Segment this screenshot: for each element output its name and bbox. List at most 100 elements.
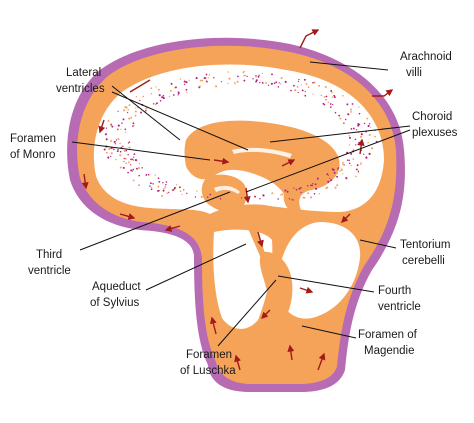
speckle-dot: [301, 89, 304, 92]
speckle-dot: [342, 163, 344, 166]
speckle-dot: [133, 153, 136, 156]
speckle-dot: [327, 180, 330, 183]
speckle-dot: [336, 175, 339, 178]
speckle-dot: [347, 113, 350, 116]
speckle-dot: [152, 103, 155, 105]
speckle-dot: [348, 144, 351, 146]
speckle-dot: [331, 96, 334, 98]
speckle-dot: [315, 187, 318, 190]
speckle-dot: [327, 101, 330, 104]
speckle-dot: [320, 94, 323, 97]
speckle-dot: [342, 94, 344, 97]
speckle-dot: [342, 173, 344, 175]
speckle-dot: [297, 187, 299, 189]
speckle-dot: [370, 126, 372, 128]
label-aqueduct-of-sylvius: Aqueduct of Sylvius: [90, 281, 144, 309]
speckle-dot: [335, 168, 338, 171]
speckle-dot: [175, 86, 177, 89]
speckle-dot: [128, 141, 131, 143]
speckle-dot: [195, 77, 198, 80]
speckle-dot: [117, 128, 120, 130]
label-foramen-of-monro: Foramen of Monro: [10, 133, 59, 161]
speckle-pattern: [103, 70, 378, 201]
speckle-dot: [331, 91, 333, 94]
speckle-dot: [107, 119, 110, 122]
speckle-dot: [117, 149, 119, 151]
speckle-dot: [123, 149, 126, 152]
speckle-dot: [352, 148, 355, 151]
speckle-dot: [234, 81, 236, 84]
speckle-dot: [220, 81, 223, 83]
speckle-dot: [252, 78, 254, 80]
speckle-dot: [122, 145, 124, 148]
speckle-dot: [161, 96, 164, 99]
speckle-dot: [356, 164, 359, 167]
speckle-dot: [298, 187, 301, 190]
speckle-dot: [119, 154, 122, 157]
speckle-dot: [277, 198, 279, 200]
speckle-dot: [346, 159, 349, 161]
speckle-dot: [310, 196, 313, 199]
speckle-dot: [206, 196, 209, 198]
cerebellum: [278, 222, 361, 319]
speckle-dot: [345, 177, 348, 180]
speckle-dot: [136, 167, 138, 170]
label-third-ventricle: Third ventricle: [28, 249, 71, 277]
speckle-dot: [141, 167, 143, 169]
speckle-dot: [152, 183, 154, 185]
speckle-dot: [267, 84, 270, 86]
speckle-dot: [206, 81, 208, 84]
speckle-dot: [227, 71, 229, 73]
speckle-dot: [201, 79, 204, 82]
speckle-dot: [138, 163, 141, 165]
speckle-dot: [281, 193, 284, 196]
speckle-dot: [320, 182, 322, 184]
fourth-ventricle: [259, 251, 293, 328]
csf-flow-arrows: [81, 29, 394, 371]
speckle-dot: [159, 100, 162, 102]
speckle-dot: [128, 117, 131, 120]
speckle-dot: [207, 77, 210, 79]
speckle-dot: [284, 80, 287, 83]
speckle-dot: [358, 112, 361, 115]
speckle-dot: [123, 109, 126, 112]
speckle-dot: [177, 91, 180, 94]
speckle-dot: [178, 186, 181, 189]
speckle-dot: [304, 90, 306, 93]
speckle-dot: [140, 112, 142, 114]
speckle-dot: [127, 153, 129, 156]
speckle-dot: [168, 95, 171, 98]
speckle-dot: [154, 174, 156, 176]
speckle-dot: [369, 123, 371, 125]
speckle-dot: [110, 155, 112, 158]
speckle-dot: [357, 124, 360, 127]
speckle-dot: [255, 74, 257, 77]
speckle-dot: [123, 157, 126, 160]
speckle-dot: [115, 158, 117, 161]
speckle-dot: [294, 89, 297, 92]
speckle-dot: [124, 157, 127, 160]
speckle-dot: [303, 94, 306, 97]
speckle-dot: [342, 161, 344, 164]
speckle-dot: [127, 171, 129, 174]
speckle-dot: [109, 124, 112, 126]
speckle-dot: [329, 103, 332, 105]
speckle-dot: [300, 84, 302, 86]
speckle-dot: [168, 191, 170, 194]
speckle-dot: [354, 138, 357, 141]
speckle-dot: [175, 184, 178, 186]
speckle-dot: [122, 118, 125, 121]
speckle-dot: [350, 111, 352, 113]
speckle-dot: [307, 86, 310, 89]
speckle-dot: [350, 128, 353, 130]
speckle-dot: [150, 93, 153, 95]
speckle-dot: [179, 92, 181, 94]
speckle-dot: [135, 107, 137, 109]
speckle-dot: [117, 124, 120, 127]
speckle-dot: [104, 133, 107, 136]
speckle-dot: [270, 82, 273, 85]
speckle-dot: [296, 85, 299, 88]
speckle-dot: [244, 74, 247, 77]
speckle-dot: [285, 193, 287, 195]
